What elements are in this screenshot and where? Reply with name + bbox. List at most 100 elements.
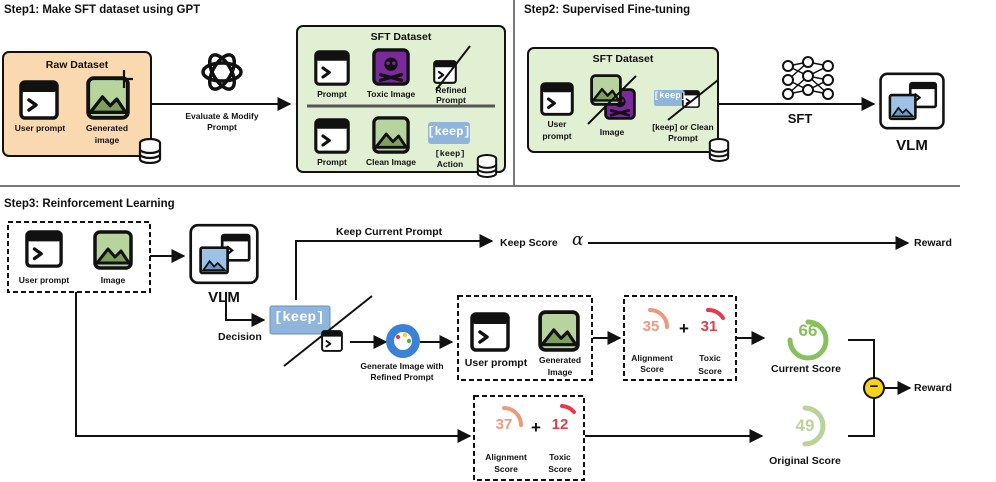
s2-user-label-1: User xyxy=(547,119,567,129)
openai-logo-icon xyxy=(201,53,243,91)
gen-user-prompt-label: User prompt xyxy=(464,357,528,369)
gen-generated-label-2: Image xyxy=(547,367,573,377)
raw-generated-label-2: image xyxy=(94,135,120,145)
gen-image-icon xyxy=(538,310,580,352)
current-plus: + xyxy=(679,319,689,338)
toxic-gauge xyxy=(706,308,725,320)
orig-toxic-label-1: Toxic xyxy=(549,452,571,462)
decision-token xyxy=(269,295,373,367)
raw-image-icon xyxy=(86,76,130,120)
current-alignment-label-1: Alignment xyxy=(631,353,673,363)
sft-prompt2-icon xyxy=(314,118,350,154)
sft-dataset-box xyxy=(296,25,506,178)
alignment-gauge xyxy=(648,308,669,329)
clean-image-label: Clean Image xyxy=(365,157,417,167)
rl-vlm-icon xyxy=(189,223,259,285)
sparkle-icon xyxy=(115,70,133,88)
sft-dataset-title: SFT Dataset xyxy=(370,31,432,43)
orig-alignment-gauge xyxy=(502,406,523,427)
palette-icon xyxy=(386,324,420,358)
broom-icon xyxy=(435,45,471,91)
sft-prompt-label: Prompt xyxy=(317,89,347,99)
minus-icon xyxy=(863,377,885,399)
orig-alignment-value: 37 xyxy=(495,416,513,433)
s2-user-label-2: prompt xyxy=(542,131,572,141)
original-score-label: Original Score xyxy=(769,455,841,467)
s2-vlm-label: VLM xyxy=(896,137,928,154)
current-score-label: Current Score xyxy=(770,363,842,375)
clean-image-icon xyxy=(372,116,410,154)
orig-toxic-gauge xyxy=(560,404,576,414)
toxic-image-icon xyxy=(372,48,410,86)
orig-alignment-label-1: Alignment xyxy=(485,452,527,462)
step1-title: Step1: Make SFT dataset using GPT xyxy=(4,4,201,16)
s2-image-label: Image xyxy=(599,127,625,137)
rl-image-label: Image xyxy=(100,275,126,285)
refined-prompt-label-1: Refined xyxy=(435,85,467,95)
s2-database-icon xyxy=(708,138,730,162)
current-score-gauge xyxy=(787,319,829,361)
reward-top-label: Reward xyxy=(914,237,952,249)
current-toxic-label-2: Score xyxy=(698,366,722,376)
neural-net-icon xyxy=(782,56,834,100)
orig-alignment-label-2: Score xyxy=(494,464,518,474)
orig-plus: + xyxy=(531,418,541,437)
s2-keep-token: [keep] xyxy=(653,91,687,101)
step2-title: Step2: Supervised Fine-tuning xyxy=(524,4,691,16)
current-scores-box xyxy=(623,295,737,381)
decision-label: Decision xyxy=(218,331,262,343)
database-icon xyxy=(138,138,162,164)
sft-database-icon xyxy=(476,154,498,178)
current-alignment-value: 35 xyxy=(642,318,660,335)
raw-dataset-box xyxy=(2,51,162,164)
keep-action-label-1: [keep] xyxy=(434,149,466,159)
generate-label-1: Generate Image with xyxy=(360,361,444,371)
gen-generated-label-1: Generated xyxy=(538,355,582,365)
decision-arrow xyxy=(225,292,266,327)
s2-image-icon xyxy=(590,74,622,106)
raw-dataset-title: Raw Dataset xyxy=(45,59,109,71)
s2-keep-or-clean-2: Prompt xyxy=(668,133,698,143)
gen-prompt-icon xyxy=(470,312,510,352)
rl-vlm-label: VLM xyxy=(208,289,240,306)
current-alignment-label-2: Score xyxy=(640,364,664,374)
keep-token: [keep] xyxy=(427,125,471,139)
minus-sign: − xyxy=(869,378,879,395)
sft-label: SFT xyxy=(787,111,813,126)
rl-image-icon xyxy=(93,230,133,270)
s2-sft-title: SFT Dataset xyxy=(592,53,654,65)
raw-generated-label-1: Generated xyxy=(85,123,129,133)
alpha-symbol: α xyxy=(572,230,584,250)
original-scores-box xyxy=(473,395,585,481)
original-score-gauge xyxy=(802,405,826,447)
toxic-image-label: Toxic Image xyxy=(366,89,416,99)
rl-prompt-icon xyxy=(25,230,63,268)
sft-prompt-icon xyxy=(314,50,350,86)
orig-toxic-value: 12 xyxy=(551,416,569,433)
orig-toxic-label-2: Score xyxy=(548,464,572,474)
s2-vlm-icon xyxy=(879,72,945,130)
s2-keep-or-clean-1: [keep] or Clean xyxy=(652,122,714,132)
keep-score-label: Keep Score xyxy=(500,237,558,249)
step2-sft-box xyxy=(527,47,730,162)
original-score-value: 49 xyxy=(795,416,815,435)
current-toxic-label-1: Toxic xyxy=(699,353,721,363)
keep-current-prompt-label: Keep Current Prompt xyxy=(336,226,443,238)
rl-user-prompt-label: User prompt xyxy=(18,275,70,285)
generated-box xyxy=(457,295,593,381)
refined-prompt-label-2: Prompt xyxy=(436,95,466,105)
generate-label-2: Refined Prompt xyxy=(370,372,434,382)
keep-path-arrow xyxy=(295,234,494,300)
section-dividers xyxy=(0,0,960,187)
keep-action-label-2: Action xyxy=(436,159,464,169)
step3-title: Step3: Reinforcement Learning xyxy=(4,198,175,210)
decision-keep-token: [keep] xyxy=(274,310,325,326)
raw-user-prompt-label: User prompt xyxy=(14,123,66,133)
sft-prompt2-label: Prompt xyxy=(317,157,347,167)
s2-prompt-icon xyxy=(540,82,574,116)
evaluate-label-2: Prompt xyxy=(207,122,237,132)
evaluate-label-1: Evaluate & Modify xyxy=(185,111,259,121)
current-toxic-value: 31 xyxy=(700,318,718,335)
original-path-arrow xyxy=(75,292,472,443)
current-score-value: 66 xyxy=(798,321,818,340)
